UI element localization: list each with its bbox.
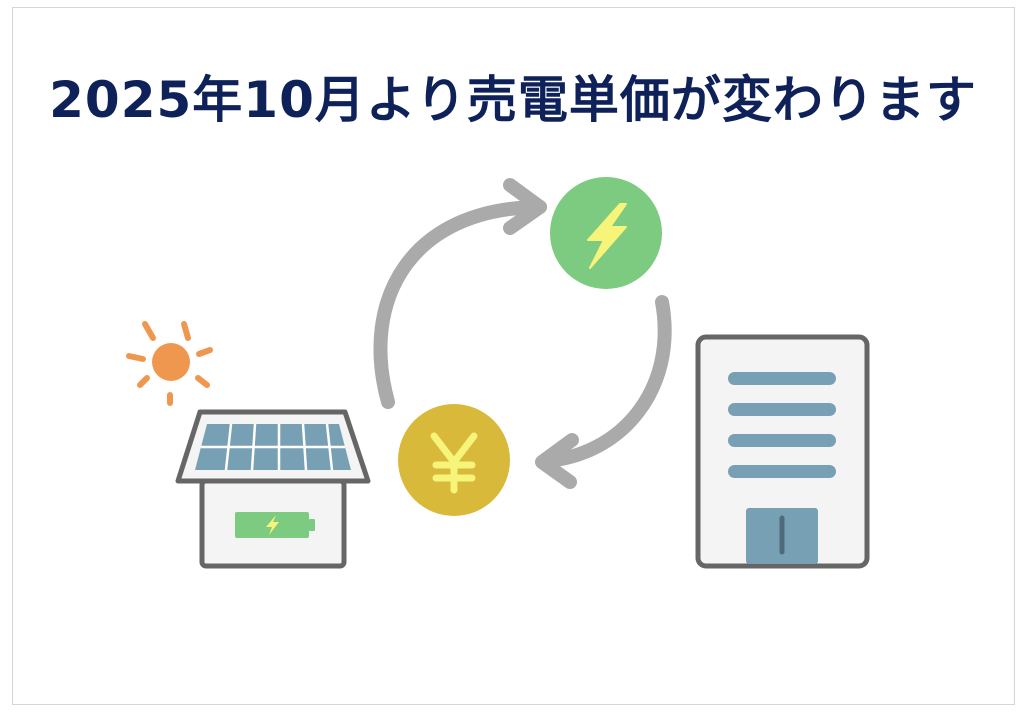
office-building-icon [695,334,870,569]
solar-house-icon [175,409,371,569]
page-title: 2025年10月より売電単価が変わります [49,71,977,129]
lightning-bolt-icon [587,203,627,269]
cycle-arrows-icon [373,178,672,489]
electricity-badge [550,177,662,289]
yen-icon [430,432,478,494]
building-door [746,508,818,564]
yen-badge [398,404,510,516]
battery-icon [235,512,315,538]
solar-panel [195,423,351,471]
sun-icon [126,321,213,406]
